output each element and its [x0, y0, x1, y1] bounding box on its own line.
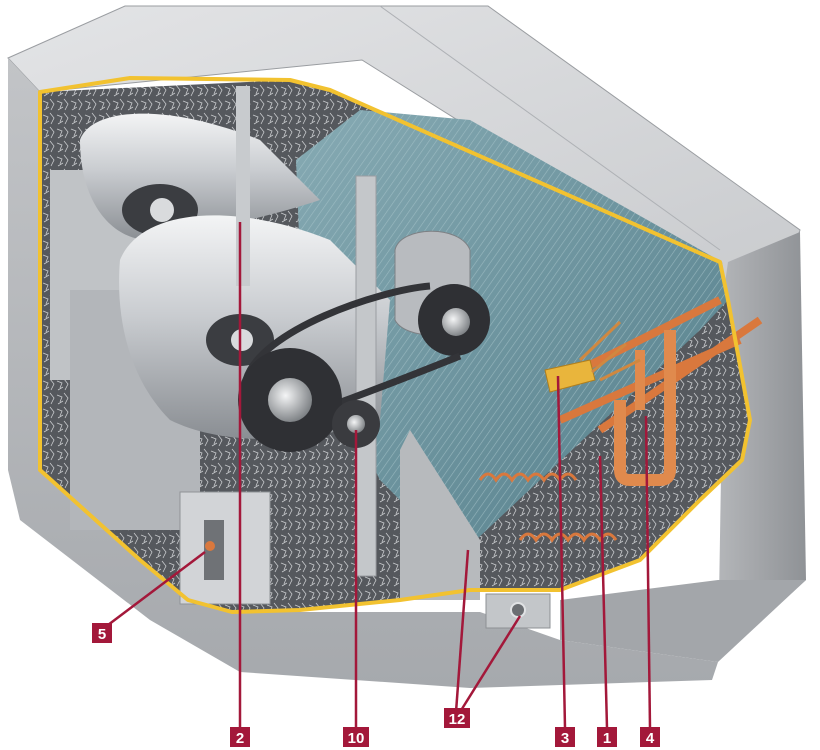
leader-12b: [458, 615, 522, 713]
cabinet-right-side: [718, 232, 806, 660]
leader-4: [644, 415, 652, 729]
control-component: [205, 541, 215, 551]
badge-12: [444, 708, 470, 728]
badge-5-label: 5: [98, 626, 106, 643]
control-box: [179, 491, 271, 605]
motor-pulley-hub: [442, 308, 470, 336]
blower-hub-upper: [150, 198, 174, 222]
badge-3-label: 3: [561, 730, 569, 747]
idler-pulley-hub: [347, 415, 365, 433]
badge-12-label: 12: [449, 711, 466, 728]
return-bends: [518, 532, 618, 543]
badge-2-label: 2: [236, 730, 244, 747]
leader-5: [103, 551, 206, 629]
frame-rail: [236, 86, 250, 286]
blower-pulley-hub: [268, 378, 312, 422]
motor-support-post: [355, 175, 377, 577]
drain-pan: [400, 430, 480, 600]
cutaway-edge: [38, 76, 752, 614]
badge-3: [555, 727, 575, 747]
badge-4: [640, 727, 660, 747]
badge-5: [92, 623, 112, 643]
blower-hub-lower: [231, 329, 253, 351]
callout-badges: 5 2 10 12 3 1 4: [92, 623, 660, 747]
leader-1: [598, 455, 609, 729]
badge-4-label: 4: [646, 730, 655, 747]
leader-12a: [454, 549, 470, 713]
badge-1-label: 1: [603, 730, 611, 747]
callout-leaders: [103, 222, 652, 729]
badge-1: [597, 727, 617, 747]
leader-3: [556, 375, 567, 729]
drain-connection-icon: [510, 602, 526, 618]
blower-assembly: [50, 86, 391, 605]
drive-assembly: [238, 175, 490, 577]
control-terminal-strip: [204, 520, 224, 580]
cabinet-right-front: [560, 580, 806, 662]
cabinet-seam: [379, 5, 721, 251]
distributor-tubes: [578, 320, 641, 382]
badge-10: [343, 727, 369, 747]
badge-10-label: 10: [348, 730, 365, 747]
suction-line: [614, 330, 676, 486]
badge-2: [230, 727, 250, 747]
